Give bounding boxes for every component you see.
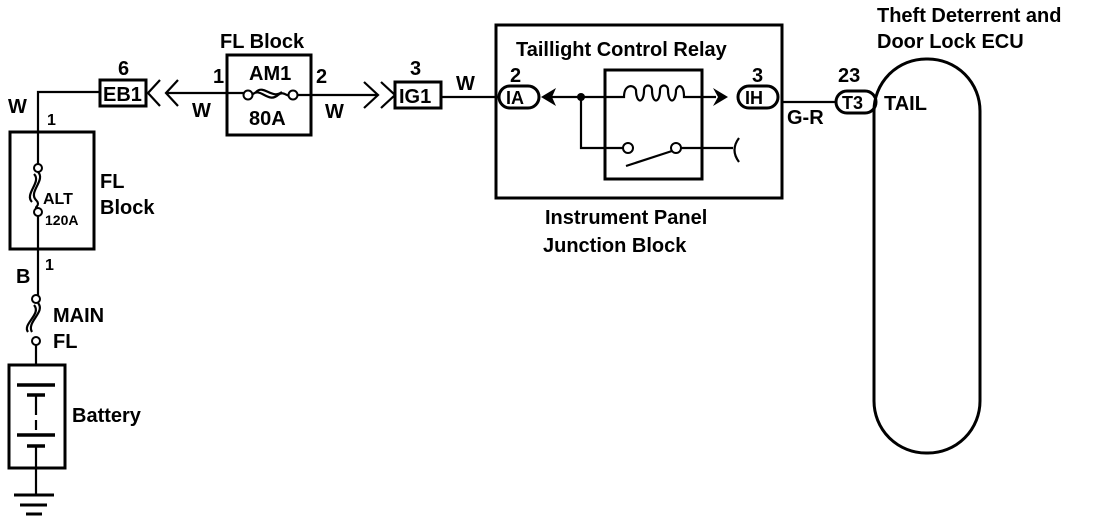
junction-block: Taillight Control Relay 2 IA 3 IH Instru… (494, 23, 784, 257)
wire-color-b: B (16, 266, 30, 288)
wire-color-w-left: W (8, 96, 27, 118)
am1-fuse-name: AM1 (249, 63, 291, 85)
junction-block-label-2: Junction Block (543, 235, 687, 257)
eb1-box (98, 78, 148, 108)
wire-color-w-am1-ig1: W (325, 101, 344, 123)
ih-pin-num: 3 (752, 65, 763, 87)
alt-fuse-rating: 120A (45, 212, 78, 228)
relay-switch-icon (625, 149, 673, 168)
fl-block-top-title: FL Block (220, 31, 305, 53)
battery-icon (17, 383, 55, 468)
fl-block-am1: FL Block AM1 1 2 80A (213, 31, 327, 137)
ground-icon (14, 493, 54, 516)
theft-deterrent-ecu: Theft Deterrent and Door Lock ECU 23 T3 … (834, 5, 1061, 455)
alt-pin-bottom: 1 (45, 257, 54, 274)
ia-pin-badge (497, 84, 541, 110)
relay-coil-icon (616, 84, 716, 102)
ecu-terminal-tail: TAIL (884, 93, 927, 115)
ecu-title-1: Theft Deterrent and (877, 5, 1061, 27)
junction-block-box (494, 23, 784, 200)
connector-arrow-ig1-female (380, 81, 397, 109)
alt-fuse-name: ALT (43, 191, 73, 208)
t3-pin-label: T3 (842, 93, 863, 113)
wire-color-w-ig1-ia: W (456, 73, 475, 95)
fl-block-side-title-2: Block (100, 197, 155, 219)
main-fuse-terminal-top (31, 294, 41, 304)
ig1-box (393, 80, 443, 110)
ia-pin-label: IA (506, 88, 524, 108)
am1-fuse-rating: 80A (249, 108, 286, 130)
main-fuse-label-1: MAIN (53, 305, 104, 327)
ia-pin-num: 2 (510, 65, 521, 87)
connector-arrow-eb1-male (146, 79, 161, 107)
wire-color-w-eb1-am1: W (192, 100, 211, 122)
ig1-label: IG1 (399, 86, 431, 108)
eb1-label: EB1 (103, 84, 142, 106)
alt-fuse-terminal-bottom (33, 207, 43, 217)
t3-pin-badge (834, 89, 878, 115)
ih-pin-label: IH (745, 88, 763, 108)
relay-title: Taillight Control Relay (516, 39, 728, 61)
alt-pin-top: 1 (47, 112, 56, 129)
connector-eb1: 6 EB1 (98, 58, 179, 108)
wire-continuation-mark (733, 137, 740, 163)
main-fuse-terminal-bottom (31, 336, 41, 346)
wire-eb1-to-alt (36, 90, 100, 165)
ecu-body (872, 57, 982, 455)
main-fuse-icon (29, 302, 41, 333)
fl-block-side-box (8, 130, 96, 251)
ih-pin-badge (736, 84, 780, 110)
eb1-pin: 6 (118, 58, 129, 80)
ecu-title-2: Door Lock ECU (877, 31, 1024, 53)
connector-arrow-ig1-male (363, 81, 380, 109)
ig1-pin: 3 (410, 58, 421, 80)
ia-connector-arrow (541, 88, 556, 106)
fl-block-side-title-1: FL (100, 171, 124, 193)
switch-contact-1 (622, 142, 634, 154)
ih-connector-arrow (713, 88, 728, 106)
left-power-path: W 1 ALT 120A FL Block 1 B MAIN FL (7, 90, 155, 516)
switch-contact-2 (670, 142, 682, 154)
am1-pin-out: 2 (316, 66, 327, 88)
junction-block-label-1: Instrument Panel (545, 207, 707, 229)
relay-box (603, 68, 704, 181)
alt-fuse-terminal-top (33, 163, 43, 173)
am1-pin-in: 1 (213, 66, 224, 88)
wire-color-gr: G-R (787, 107, 824, 129)
connector-arrow-eb1-female (164, 79, 179, 107)
main-fuse-label-2: FL (53, 331, 77, 353)
battery-label: Battery (72, 405, 142, 427)
t3-pin-num: 23 (838, 65, 860, 87)
connector-ig1: 3 IG1 (393, 58, 443, 110)
